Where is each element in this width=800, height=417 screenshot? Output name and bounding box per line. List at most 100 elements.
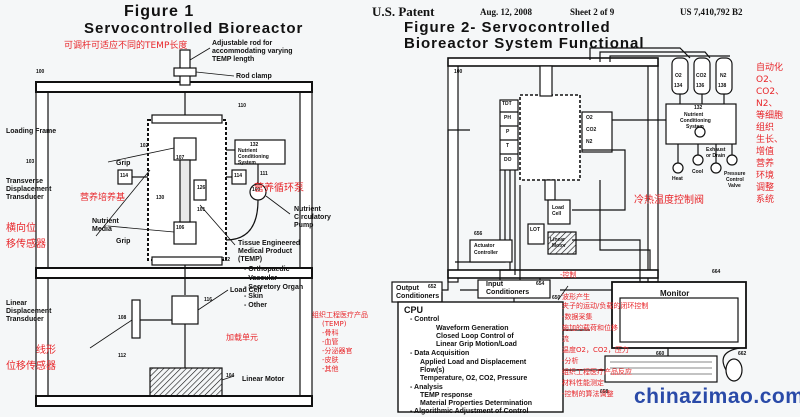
label-linear-motor: Linear Motor	[242, 376, 285, 383]
tank-co2-label: CO2	[696, 73, 707, 79]
ref-136: 136	[696, 83, 705, 89]
linear-transducer	[131, 299, 141, 339]
auto-cn-1: O2、	[756, 75, 778, 85]
cpu-cn-10: -控制的算法调整	[562, 390, 614, 398]
ref-100: 100	[36, 69, 45, 75]
ref-104: 104	[226, 373, 235, 379]
fig2-t: T	[506, 143, 510, 149]
auto-cn-9: 环境	[756, 171, 775, 181]
fig2-ref-658: 658	[600, 389, 609, 395]
cpu-cn-6: 温度O2，CO2，压力	[562, 346, 629, 354]
cpu-cn-7: -分析	[562, 357, 579, 365]
rod-clamp	[173, 67, 197, 77]
fig2-input-1: Input	[486, 281, 504, 288]
fig2-pressure-1: Pressure	[724, 171, 746, 177]
auto-cn-8: 营养	[756, 159, 775, 169]
annotation-temp-cn: 组织工程医疗产品	[312, 311, 368, 319]
fig2-n2: N2	[586, 139, 593, 145]
fig2-cool: Cool	[692, 169, 704, 175]
auto-cn-0: 自动化	[756, 63, 784, 73]
cpu-cn-1: 波形产生	[562, 293, 590, 301]
cpu-item-1-sub-2: Temperature, O2, CO2, Pressure	[420, 375, 528, 382]
fig2-output-2: Conditioners	[396, 293, 440, 300]
cpu-item-0-sub-0: Waveform Generation	[436, 325, 509, 332]
annotation-temp-list-3: -皮肤	[322, 356, 339, 364]
annotation-temp-list-4: -其他	[322, 365, 339, 373]
ref-109: 109	[252, 187, 261, 193]
annotation-temp-list-0: -骨科	[322, 329, 339, 337]
label-pump-3: Pump	[294, 222, 314, 229]
fig2-ph: PH	[504, 115, 511, 121]
fig2-input-2: Conditioners	[486, 289, 530, 296]
auto-cn-6: 生长、	[756, 135, 784, 145]
cpu-cn-0: -控制	[560, 271, 577, 279]
ref-106: 106	[176, 225, 185, 231]
patent-label: U.S. Patent	[372, 4, 435, 19]
watermark: chinazimao.com	[634, 385, 800, 408]
ref-112-bottom: 112	[118, 353, 127, 359]
ref-114-right: 114	[234, 173, 243, 179]
tissue-item-2: - Secretory Organ	[244, 284, 304, 291]
cpu-header: CPU	[404, 305, 424, 315]
cpu-item-0-sub-2: Linear Grip Motion/Load	[436, 341, 517, 348]
cpu-cn-4: 施加的载荷和位移	[562, 324, 618, 332]
label-nutrient-sys-2: Conditioning	[238, 154, 269, 160]
top-crosshead	[35, 81, 313, 93]
auto-cn-5: 组织	[756, 123, 775, 133]
temp-specimen	[179, 159, 191, 223]
fig2-ref-652: 652	[428, 284, 437, 290]
ref-110: 110	[238, 103, 247, 109]
cpu-cn-2: 夹子的运动/负载的闭环控制	[562, 302, 649, 310]
label-nutrient-sys-1: Nutrient	[238, 148, 258, 154]
auto-cn-4: 等细胞	[756, 111, 784, 121]
ref-126: 126	[197, 185, 206, 191]
label-grip-top: Grip	[116, 160, 131, 167]
label-nutrient-sys-3: System	[238, 160, 256, 166]
fig2-load-2: Cell	[552, 211, 562, 217]
frame-right-column	[299, 89, 313, 401]
fig2-nutrient-1: Nutrient	[684, 112, 704, 118]
ref-114-left: 114	[120, 173, 129, 179]
fig2-tdt: TDT	[502, 101, 512, 107]
ref-108: 108	[118, 315, 127, 321]
label-nutrient-media-2: Media	[92, 226, 112, 233]
figure1-subtitle: Servocontrolled Bioreactor	[84, 20, 304, 37]
fig2-heat: Heat	[672, 176, 683, 182]
ref-111: 111	[260, 171, 268, 177]
fig2-co2: CO2	[586, 127, 597, 133]
ref-102: 102	[140, 143, 149, 149]
cpu-cn-5: 流	[562, 335, 569, 343]
fig2-motor-1: Linear	[550, 237, 566, 243]
cpu-box	[397, 301, 564, 413]
tank-o2-label: O2	[675, 73, 682, 79]
annotation-pump-cn: 营养循环泵	[254, 183, 304, 194]
fig2-exhaust-1: Exhaust	[706, 147, 726, 153]
linear-motor	[149, 367, 223, 397]
auto-cn-11: 系统	[756, 195, 775, 205]
label-linear-3: Transducer	[6, 316, 44, 323]
figure1-title: Figure 1	[124, 3, 195, 20]
auto-cn-2: CO2、	[756, 87, 785, 97]
label-transverse-3: Transducer	[6, 194, 44, 201]
fig2-actuator-2: Controller	[474, 250, 498, 256]
ref-130: 130	[156, 195, 165, 201]
fig2-ref-662: 662	[738, 351, 747, 357]
ref-132: 132	[250, 142, 259, 148]
label-linear-1: Linear	[6, 300, 28, 307]
label-pump-1: Nutrient	[294, 206, 321, 213]
fig2-do: DO	[504, 157, 512, 163]
auto-cn-10: 调整	[756, 183, 775, 193]
annotation-temp-list-1: -血管	[322, 338, 339, 346]
fig2-ref-132: 132	[694, 105, 703, 111]
cpu-item-2-sub-1: Material Properties Determination	[420, 400, 533, 407]
fig2-linear-motor	[547, 231, 577, 255]
annotation-transverse-cn: 横向位	[6, 223, 36, 234]
fig2-pressure-2: Control	[726, 177, 744, 183]
ref-138: 138	[718, 83, 727, 89]
label-pump-2: Circulatory	[294, 214, 331, 221]
ref-112-top: 112	[222, 257, 231, 263]
fig2-o2: O2	[586, 115, 593, 121]
label-adjustable-rod-2: accommodating varying	[212, 48, 293, 55]
annotation-load-unit-cn: 加载单元	[226, 333, 258, 342]
label-transverse-1: Transverse	[6, 178, 43, 185]
